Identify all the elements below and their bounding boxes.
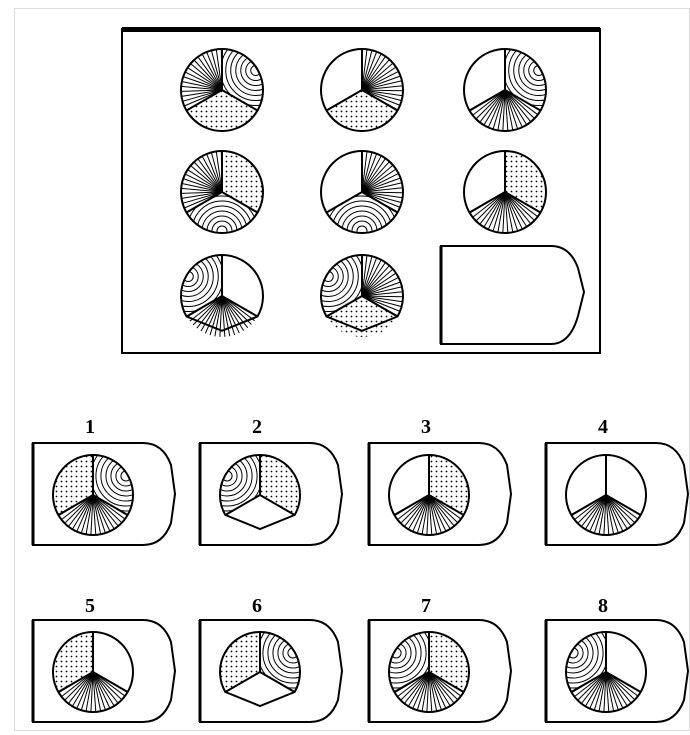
matrix-cell-2	[321, 49, 403, 131]
matrix-cell-6	[464, 151, 546, 233]
answer-label-3: 3	[406, 417, 446, 437]
matrix-cell-3	[459, 0, 619, 151]
answer-option-4[interactable]	[546, 443, 688, 545]
answer-label-5: 5	[70, 596, 110, 616]
sector-fill-lines	[470, 90, 541, 131]
answer-label-4: 4	[583, 417, 623, 437]
answer-label-7: 7	[406, 596, 446, 616]
answer-option-6[interactable]	[200, 578, 368, 728]
sector-fill-arcs	[459, 0, 619, 151]
answer-option-5[interactable]	[33, 620, 175, 722]
matrix-cell-1	[176, 0, 336, 151]
answer-label-2: 2	[237, 417, 277, 437]
answers-group	[33, 401, 688, 728]
answer-option-3[interactable]	[369, 443, 511, 545]
matrix-frame-top-bar	[122, 27, 600, 32]
answer-label-8: 8	[583, 596, 623, 616]
answer-label-6: 6	[237, 596, 277, 616]
answer-label-1: 1	[70, 417, 110, 437]
answer-option-1[interactable]	[33, 401, 201, 551]
missing-cell-slot[interactable]	[441, 246, 584, 344]
